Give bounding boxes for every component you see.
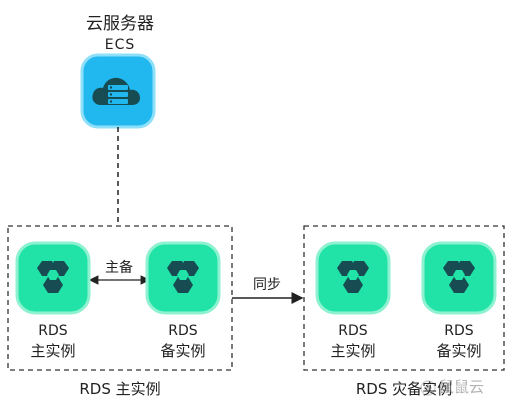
watermark-text: 鼠鼠云	[439, 378, 485, 396]
dr-rds-primary-node[interactable]	[315, 241, 391, 315]
dr-rds-primary-label-bottom: 主实例	[330, 342, 376, 360]
primary-region-box	[7, 225, 233, 371]
sync-label: 同步	[253, 277, 281, 293]
primary-standby-link-label: 主备	[105, 260, 133, 276]
dr-rds-primary-label-top: RDS	[338, 323, 368, 339]
ecs-node[interactable]	[80, 53, 156, 129]
watermark-logo-icon	[420, 380, 436, 396]
dr-region-caption: RDS 灾备实例	[355, 380, 453, 398]
primary-region-caption: RDS 主实例	[79, 380, 161, 398]
rds-database-icon	[167, 261, 199, 293]
dr-rds-standby-label-bottom: 备实例	[436, 342, 482, 360]
dr-region-box	[303, 225, 505, 371]
rds-database-icon	[337, 261, 369, 293]
primary-rds-primary-node[interactable]	[15, 241, 91, 315]
ecs-title: 云服务器	[86, 14, 154, 34]
ecs-subtitle: ECS	[104, 37, 136, 53]
primary-rds-standby-label-top: RDS	[168, 323, 198, 339]
primary-rds-standby-node[interactable]	[145, 241, 221, 315]
dr-rds-standby-label-top: RDS	[444, 323, 474, 339]
primary-rds-primary-label-bottom: 主实例	[30, 342, 76, 360]
dr-rds-standby-node[interactable]	[421, 241, 497, 315]
primary-rds-standby-label-bottom: 备实例	[160, 342, 206, 360]
rds-database-icon	[37, 261, 69, 293]
primary-rds-primary-label-top: RDS	[38, 323, 68, 339]
cloud-server-icon	[92, 77, 140, 105]
rds-database-icon	[443, 261, 475, 293]
